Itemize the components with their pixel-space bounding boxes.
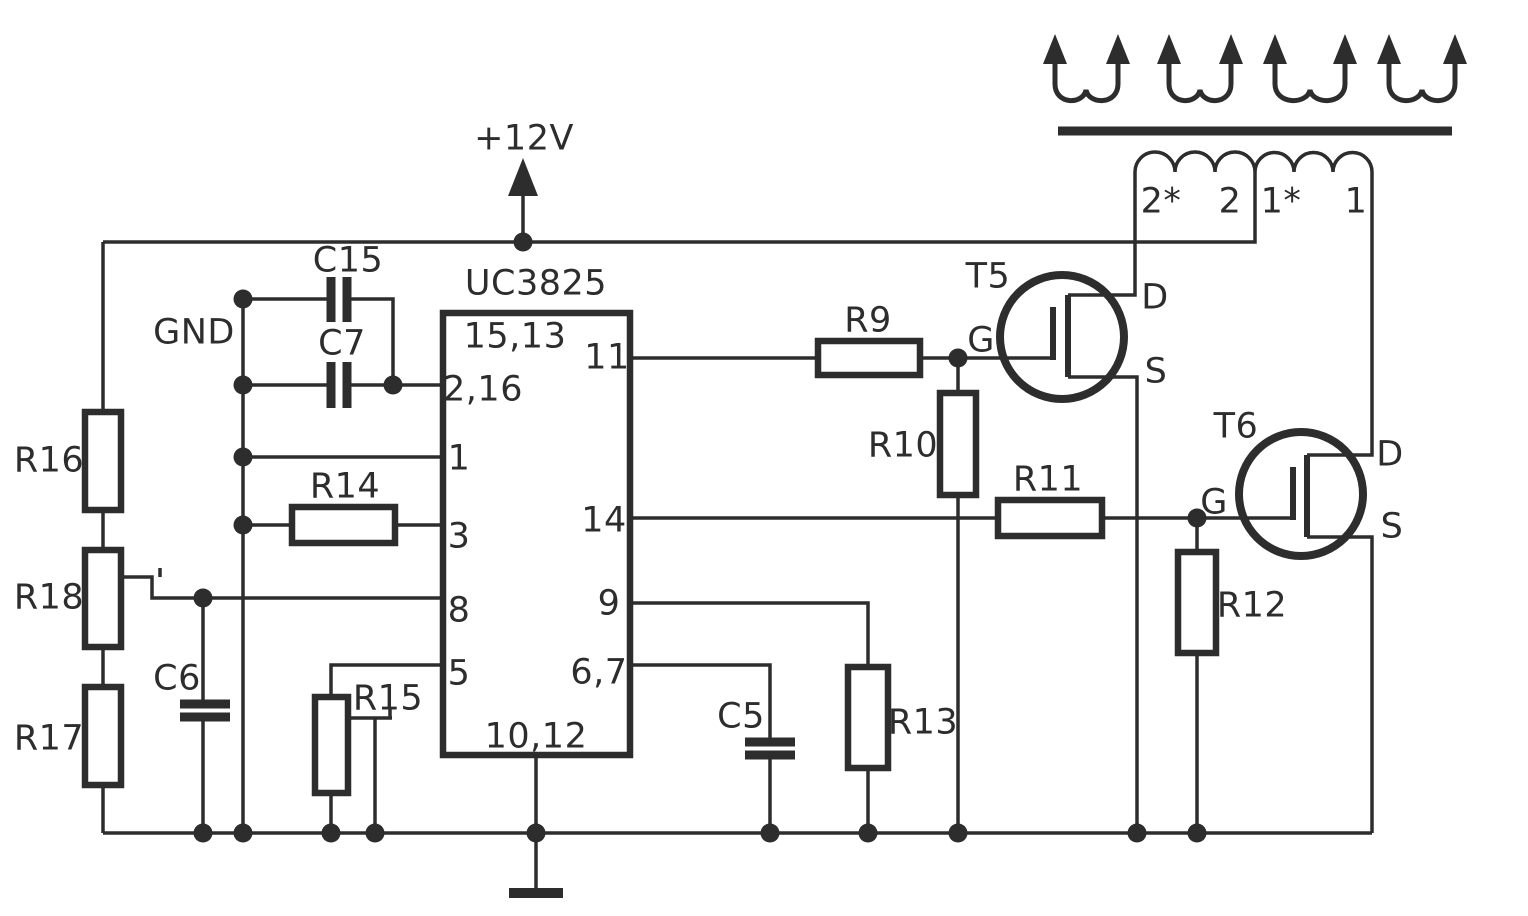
- resistor-r9-symbol: [814, 337, 924, 379]
- resistor-r16-symbol: [81, 408, 125, 514]
- t6-label: T6: [1213, 406, 1259, 447]
- supply-label: +12V: [474, 118, 574, 159]
- ic-pin-10-12: 10,12: [484, 716, 588, 757]
- wire-c15-leads: [243, 297, 395, 385]
- ic-pin-3: 3: [447, 516, 471, 557]
- gnd-label: GND: [153, 312, 235, 353]
- resistor-r14-symbol: [288, 503, 399, 547]
- r9-label: R9: [844, 300, 892, 341]
- transformer-primary-windings: [1133, 150, 1374, 173]
- c5-label: C5: [717, 696, 765, 737]
- resistor-r12-symbol: [1174, 548, 1220, 657]
- supply-arrow-icon: [508, 158, 538, 196]
- ic-pin-14: 14: [581, 500, 627, 541]
- wire-pin9-r13: [630, 601, 870, 833]
- r11-label: R11: [1012, 459, 1084, 500]
- t6-gate-label: G: [1200, 482, 1228, 523]
- junction-dots: [193, 232, 1207, 843]
- resistor-r18-symbol: [81, 546, 125, 651]
- ic-pin-8: 8: [447, 590, 471, 631]
- c6-label: C6: [153, 658, 201, 699]
- winding-2dot-label: 2*: [1140, 181, 1182, 222]
- t5-gate-label: G: [967, 320, 995, 361]
- ic-pin-11: 11: [584, 337, 630, 378]
- wire-r15-wiper: [348, 709, 392, 833]
- mosfet-t6-symbol: [1235, 428, 1367, 560]
- r10-label: R10: [867, 425, 939, 466]
- capacitor-c6-symbol: [180, 699, 230, 722]
- capacitor-c15-symbol: [326, 277, 352, 322]
- mosfet-t5-symbol: [996, 271, 1128, 403]
- r15-label: R15: [352, 678, 424, 719]
- r18-label: R18: [13, 577, 85, 618]
- resistor-r10-symbol: [936, 389, 980, 499]
- ic-pin-1: 1: [447, 438, 471, 479]
- wire-pin8-r18-wiper: [121, 568, 443, 600]
- t6-source-label: S: [1380, 506, 1404, 547]
- ic-pin-9: 9: [597, 583, 621, 624]
- t5-drain-label: D: [1141, 277, 1169, 318]
- wire-t5-drain: [1068, 172, 1137, 297]
- c7-label: C7: [318, 323, 366, 364]
- secondary-winding-arrows: [1043, 34, 1467, 104]
- r12-label: R12: [1216, 585, 1288, 626]
- t5-label: T5: [965, 256, 1011, 297]
- winding-1-label: 1: [1344, 181, 1368, 222]
- ic-pin-2-16: 2,16: [443, 369, 523, 410]
- r13-label: R13: [887, 702, 959, 743]
- c15-label: C15: [312, 240, 384, 281]
- ic-part-label: UC3825: [464, 263, 608, 304]
- wire-t5-source: [1068, 375, 1139, 833]
- winding-2-label: 2: [1218, 181, 1242, 222]
- capacitor-c5-symbol: [745, 737, 795, 760]
- r14-label: R14: [309, 466, 381, 507]
- wire-t6-source: [1307, 535, 1374, 833]
- r17-label: R17: [13, 718, 85, 759]
- resistor-r15-symbol: [311, 693, 352, 797]
- resistor-r17-symbol: [81, 683, 125, 789]
- resistor-r11-symbol: [994, 496, 1106, 540]
- ic-pin-6-7: 6,7: [570, 652, 628, 693]
- ic-pin-15-13: 15,13: [463, 316, 567, 357]
- ic-body: [439, 309, 634, 759]
- r16-label: R16: [13, 440, 85, 481]
- capacitor-c7-symbol: [326, 362, 352, 408]
- t5-source-label: S: [1144, 351, 1168, 392]
- wire-supply-rail: [103, 172, 1257, 244]
- ic-pin-5: 5: [447, 653, 471, 694]
- winding-1dot-label: 1*: [1260, 181, 1302, 222]
- resistor-r13-symbol: [844, 663, 892, 772]
- wire-pin67-c5: [630, 663, 772, 833]
- t6-drain-label: D: [1376, 434, 1404, 475]
- wire-t6-drain: [1307, 172, 1374, 457]
